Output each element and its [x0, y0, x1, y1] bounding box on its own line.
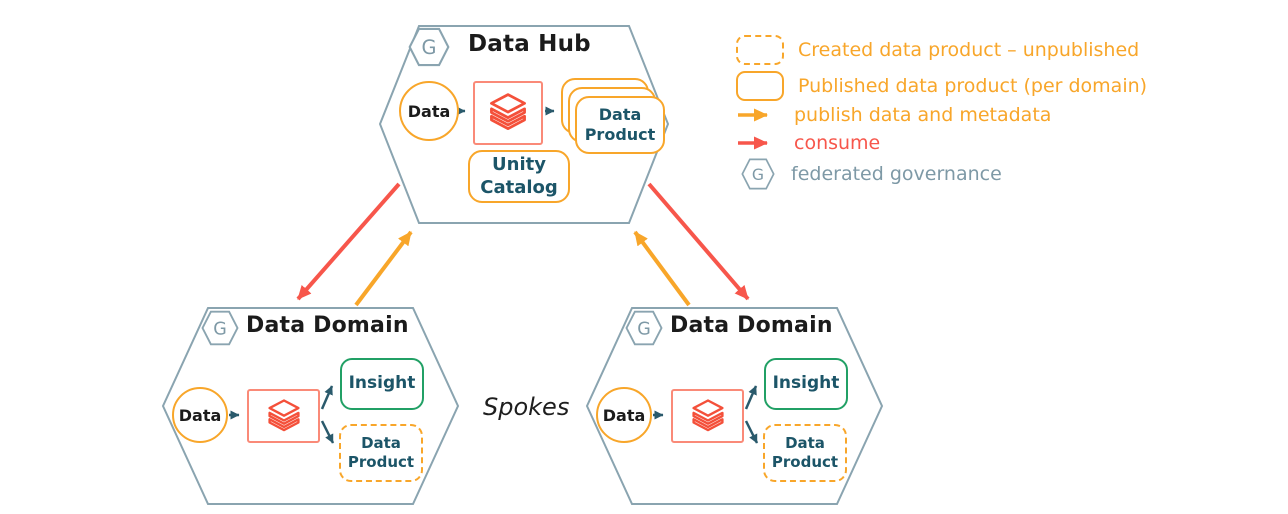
legend-item-publish-arrow: publish data and metadata — [736, 104, 1051, 126]
domain-left-databricks-box — [247, 389, 320, 443]
databricks-logo-icon — [691, 398, 724, 431]
legend-label: Created data product – unpublished — [798, 39, 1140, 61]
governance-letter: G — [213, 320, 227, 340]
hub-governance-badge: G — [408, 27, 450, 67]
right-databricks-to-insight-arrow — [744, 385, 758, 410]
unpublished-swatch-icon — [736, 35, 784, 65]
consume-arrow-left — [296, 182, 401, 301]
legend-item-consume-arrow: consume — [736, 132, 880, 154]
left-databricks-to-product-arrow — [320, 420, 335, 444]
right-databricks-to-product-arrow — [744, 420, 759, 444]
legend-label: consume — [794, 132, 881, 154]
governance-hexagon-icon — [408, 27, 450, 67]
legend-label: Published data product (per domain) — [798, 75, 1148, 97]
governance-hexagon-icon — [201, 310, 239, 346]
governance-badge-icon: G — [741, 158, 775, 190]
governance-letter: G — [422, 36, 437, 59]
domain-right-data-product-box: Data Product — [763, 424, 847, 482]
published-swatch-icon — [736, 71, 784, 101]
spokes-label: Spokes — [483, 393, 570, 421]
domain-right-data-circle: Data — [596, 387, 652, 443]
publish-arrow-left — [354, 230, 413, 307]
governance-hexagon-icon — [625, 310, 663, 346]
unity-catalog-box: Unity Catalog — [468, 150, 570, 203]
databricks-logo-icon — [267, 398, 300, 431]
consume-arrow-right — [647, 182, 750, 301]
databricks-logo-icon — [490, 93, 526, 131]
left-databricks-to-insight-arrow — [320, 385, 334, 410]
domain-left-data-circle: Data — [172, 387, 228, 443]
domain-right-insight-box: Insight — [764, 358, 848, 410]
publish-arrow-right — [633, 230, 691, 307]
legend-item-unpublished: Created data product – unpublished — [736, 35, 1139, 65]
domain-right-databricks-box — [671, 389, 744, 443]
publish-arrow-icon — [738, 108, 768, 122]
domain-left-insight-box: Insight — [340, 358, 424, 410]
governance-letter: G — [637, 320, 651, 340]
domain-left-governance-badge: G — [201, 310, 239, 346]
legend-label: federated governance — [791, 163, 1002, 185]
legend-label: publish data and metadata — [794, 104, 1052, 126]
domain-right-title: Data Domain — [670, 313, 833, 338]
legend-item-governance: G federated governance — [736, 157, 1002, 191]
hub-data-circle: Data — [399, 81, 459, 141]
hub-data-product-card: Data Product — [575, 96, 665, 154]
legend-item-published: Published data product (per domain) — [736, 71, 1147, 101]
governance-letter: G — [752, 165, 764, 184]
hub-databricks-box — [473, 81, 543, 145]
domain-right-governance-badge: G — [625, 310, 663, 346]
hub-title: Data Hub — [468, 31, 591, 57]
domain-left-data-product-box: Data Product — [339, 424, 423, 482]
consume-arrow-icon — [738, 136, 768, 150]
domain-left-title: Data Domain — [246, 313, 409, 338]
